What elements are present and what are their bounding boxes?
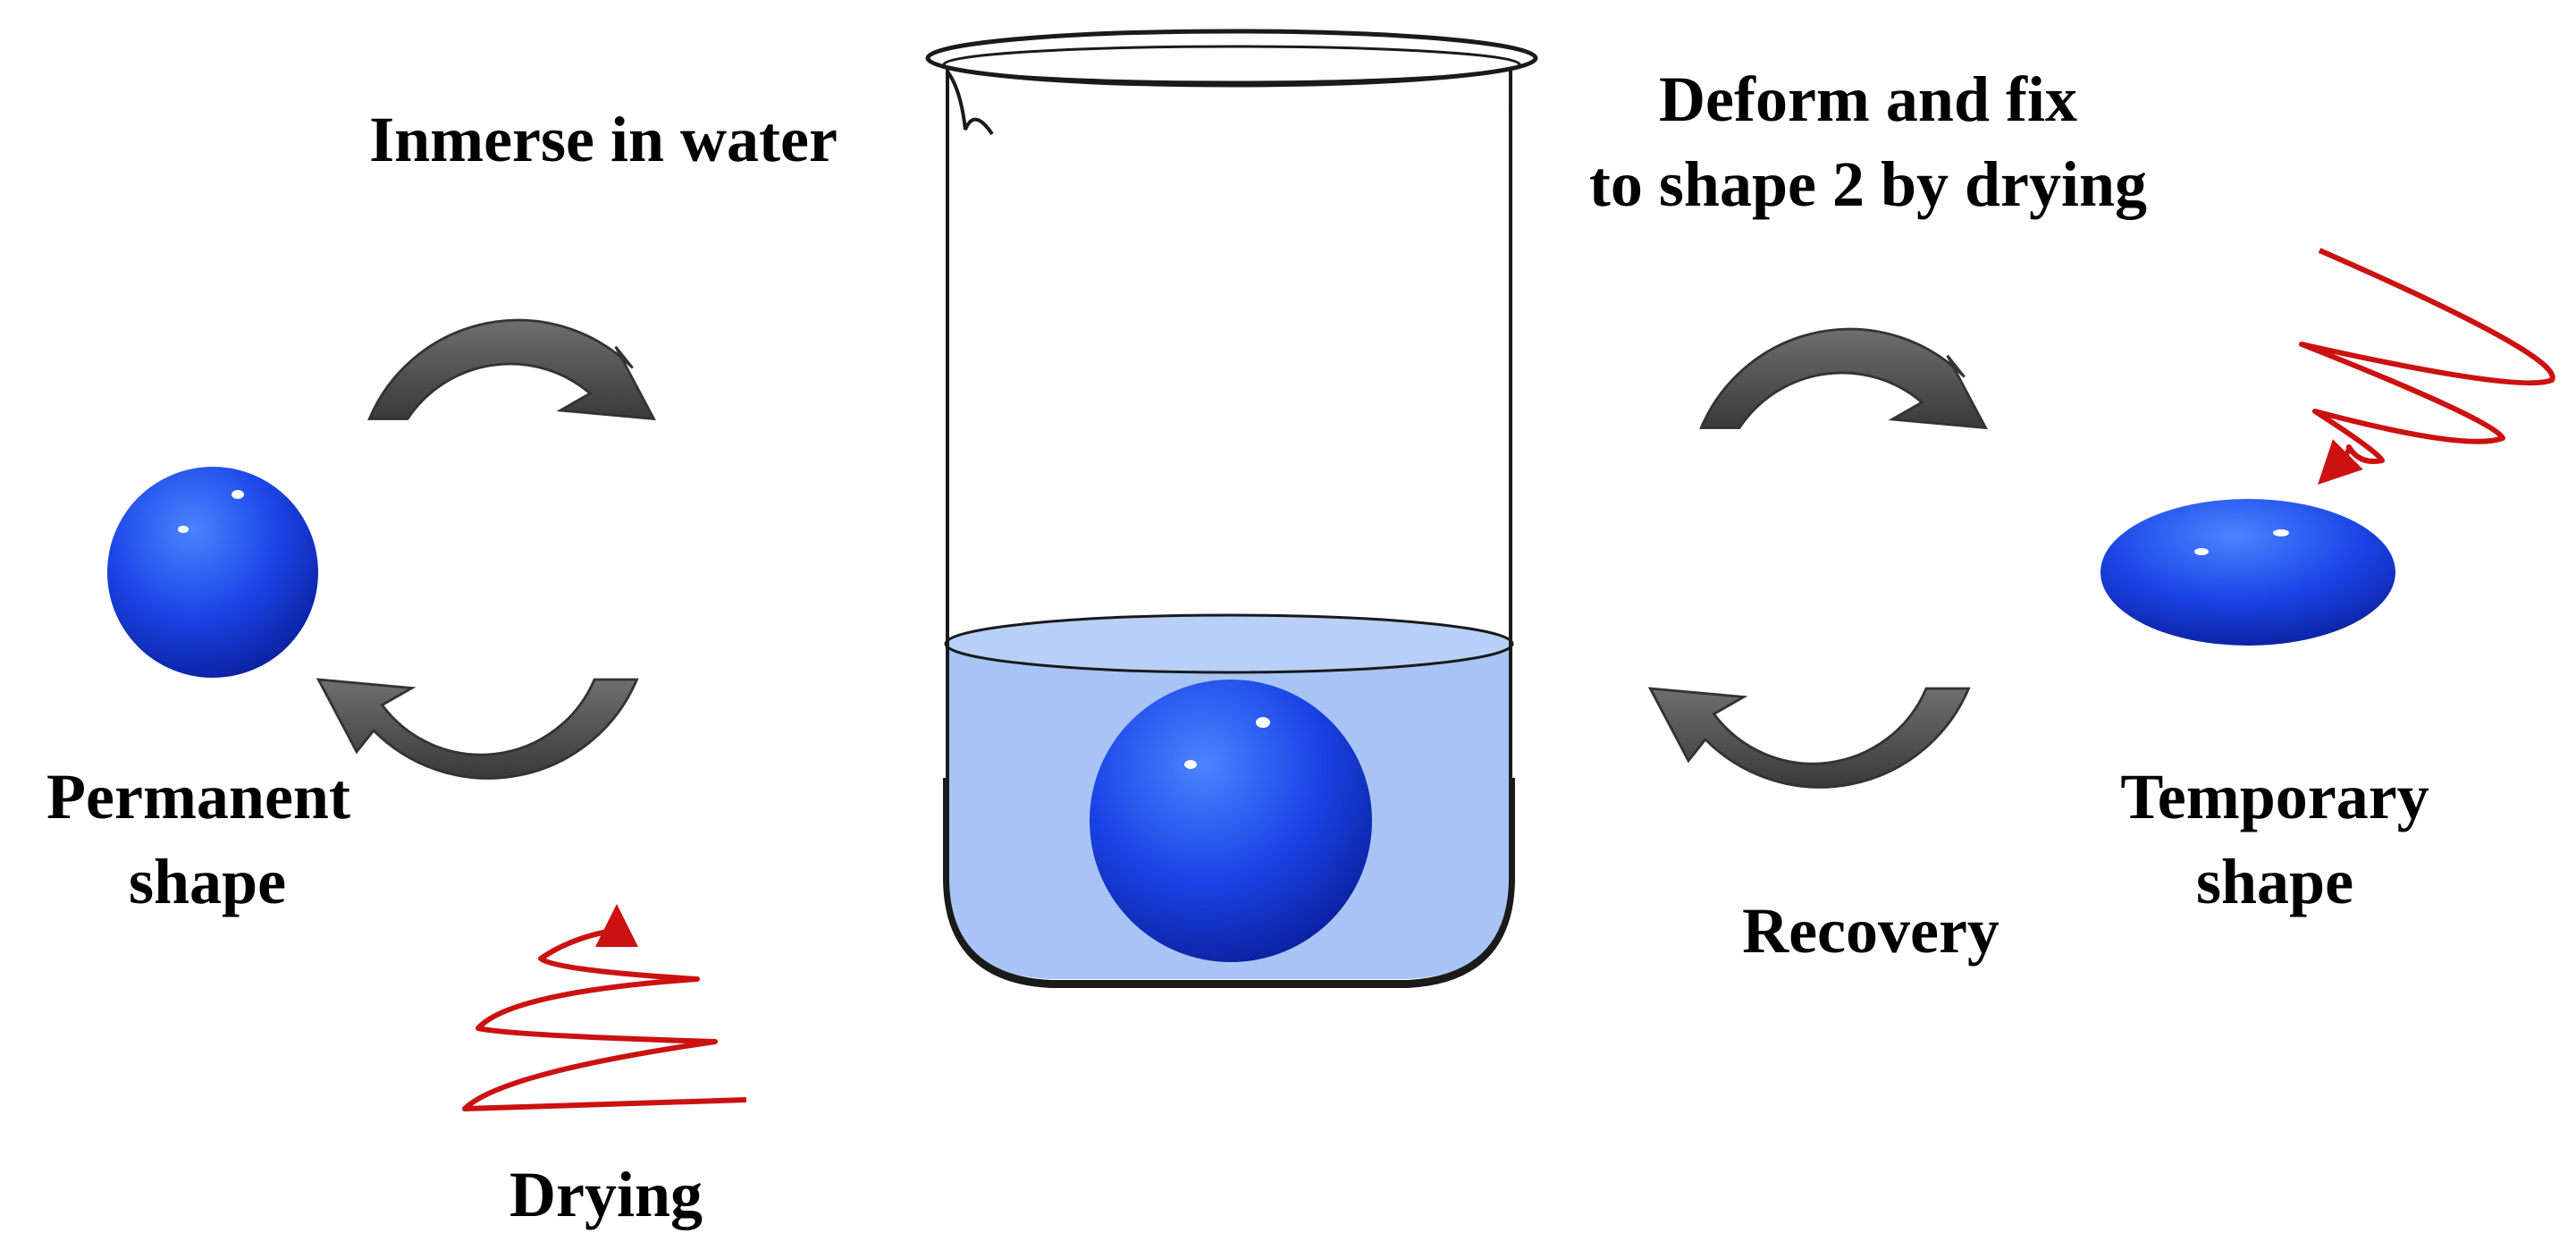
- drying-label: Drying: [509, 1159, 703, 1230]
- curved-arrow-icon: [1699, 327, 1988, 430]
- immersed-sphere: [1090, 680, 1372, 962]
- temporary-label-line1: Temporary: [2120, 761, 2429, 832]
- curved-arrow-icon: [1647, 687, 1971, 789]
- permanent-label-line1: Permanent: [46, 761, 350, 832]
- curved-arrow-icon: [367, 318, 656, 421]
- curved-arrow-icon: [316, 678, 639, 780]
- recovery-label: Recovery: [1742, 895, 1999, 967]
- deform-label-line1: Deform and fix: [1659, 63, 2077, 135]
- temporary-ellipsoid: [2100, 499, 2395, 646]
- permanent-label-line2: shape: [129, 846, 286, 917]
- temporary-label-line2: shape: [2196, 846, 2353, 917]
- permanent-sphere: [107, 467, 318, 678]
- deform-label-line2: to shape 2 by drying: [1589, 148, 2147, 220]
- heat-wave-icon: [2299, 248, 2555, 485]
- heat-wave-icon: [462, 904, 747, 1111]
- immerse-label: Inmerse in water: [369, 104, 838, 175]
